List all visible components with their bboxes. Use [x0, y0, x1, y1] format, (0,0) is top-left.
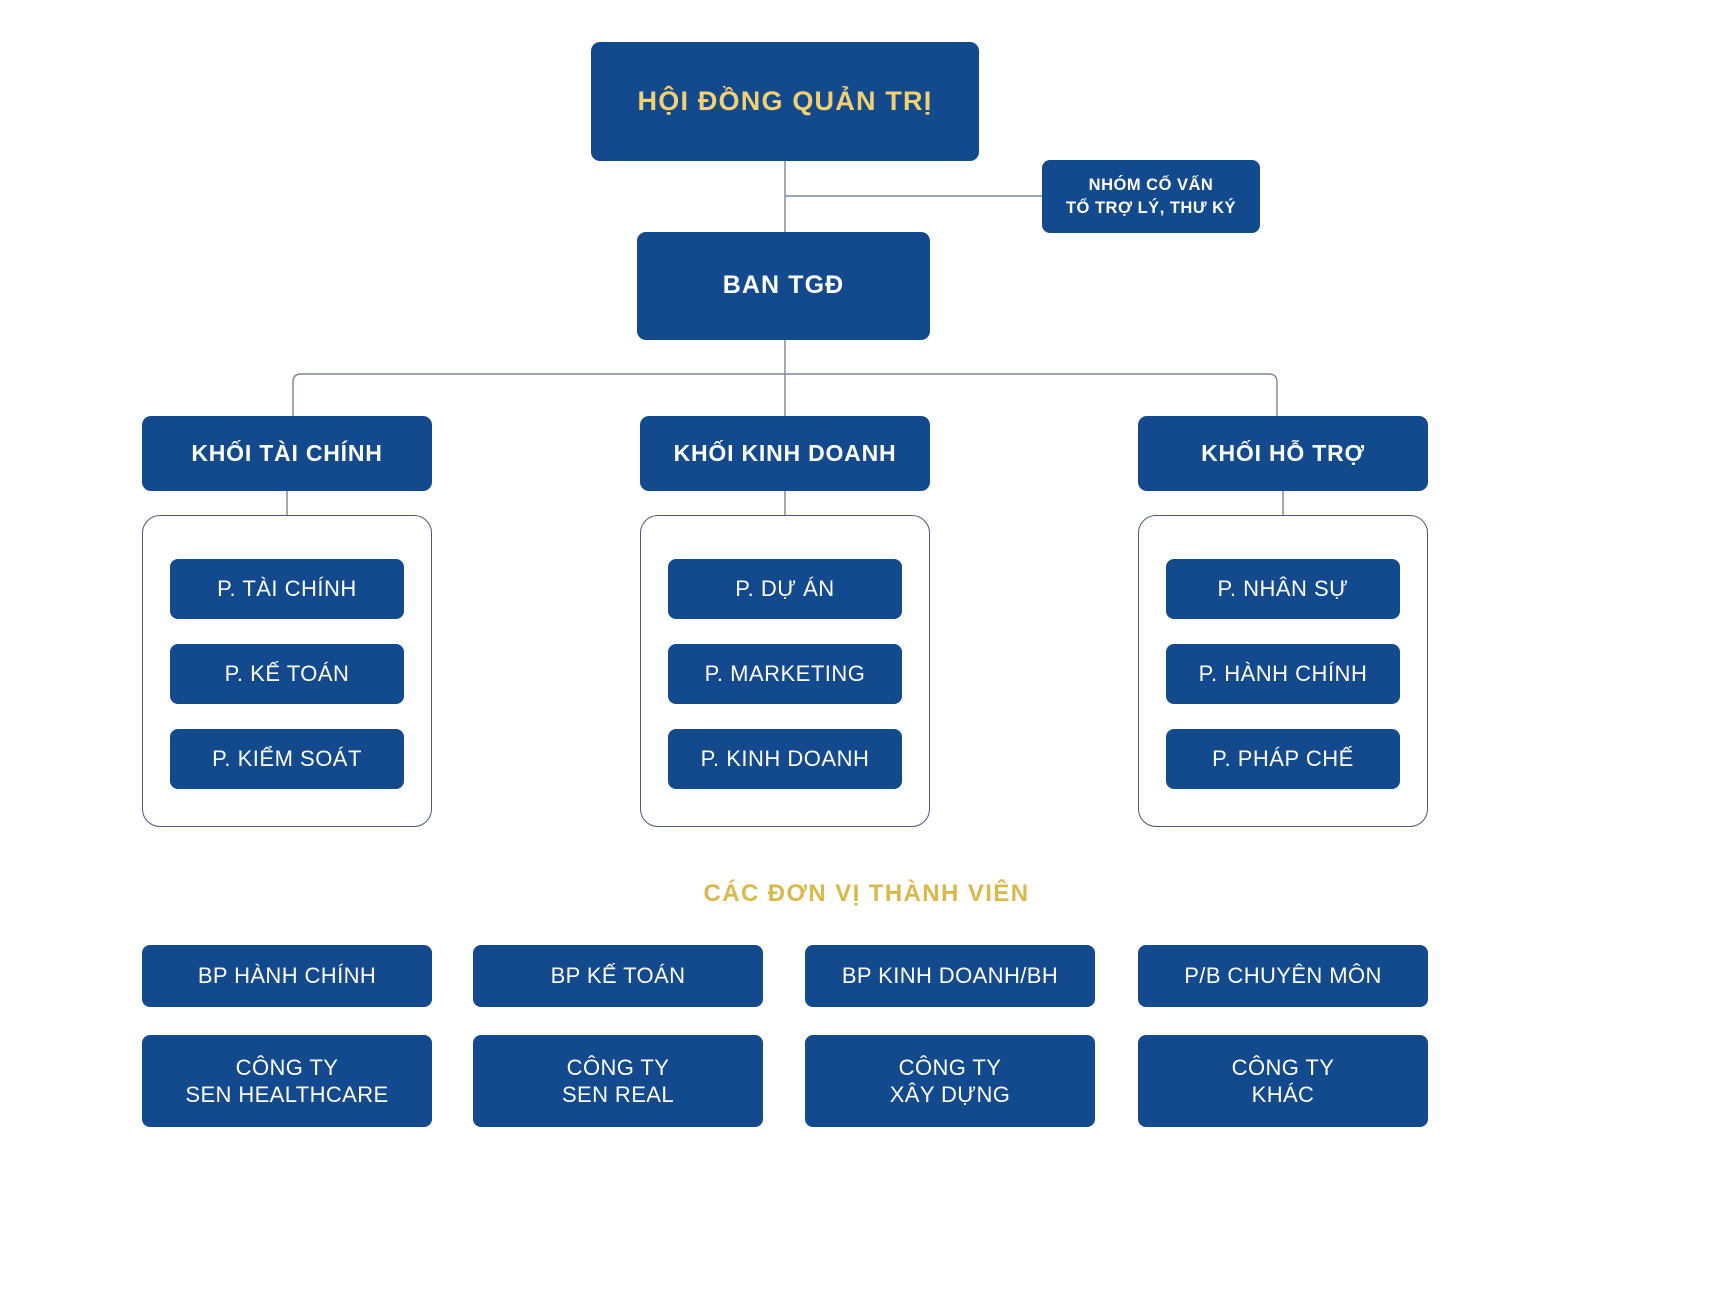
department-2-2-label: P. PHÁP CHẾ: [1212, 746, 1354, 772]
node-advisory-group[interactable]: NHÓM CỐ VẤN TỔ TRỢ LÝ, THƯ KÝ: [1042, 160, 1260, 233]
department-2-1-label: P. HÀNH CHÍNH: [1198, 661, 1368, 687]
node-division-finance[interactable]: KHỐI TÀI CHÍNH: [142, 416, 432, 491]
division-0-label: KHỐI TÀI CHÍNH: [191, 440, 383, 467]
department-0-2-label: P. KIỂM SOÁT: [212, 746, 362, 772]
edge-division-bus: [292, 373, 1278, 416]
company-0-label: CÔNG TY SEN HEALTHCARE: [185, 1054, 389, 1108]
node-executive-board[interactable]: BAN TGĐ: [637, 232, 930, 340]
node-department-finance-1[interactable]: P. KẾ TOÁN: [170, 644, 404, 704]
member-unit-0-label: BP HÀNH CHÍNH: [197, 963, 377, 989]
division-1-label: KHỐI KINH DOANH: [673, 440, 897, 467]
node-department-finance-0[interactable]: P. TÀI CHÍNH: [170, 559, 404, 619]
node-member-unit-2[interactable]: BP KINH DOANH/BH: [805, 945, 1095, 1007]
node-advisory-label: NHÓM CỐ VẤN TỔ TRỢ LÝ, THƯ KÝ: [1065, 176, 1237, 217]
node-member-unit-1[interactable]: BP KẾ TOÁN: [473, 945, 763, 1007]
node-department-finance-2[interactable]: P. KIỂM SOÁT: [170, 729, 404, 789]
company-2-label: CÔNG TY XÂY DỰNG: [889, 1054, 1011, 1108]
node-company-0[interactable]: CÔNG TY SEN HEALTHCARE: [142, 1035, 432, 1127]
node-company-3[interactable]: CÔNG TY KHÁC: [1138, 1035, 1428, 1127]
node-board-label: HỘI ĐỒNG QUẢN TRỊ: [637, 85, 933, 116]
member-units-title: CÁC ĐƠN VỊ THÀNH VIÊN: [703, 880, 1030, 907]
node-department-support-2[interactable]: P. PHÁP CHẾ: [1166, 729, 1400, 789]
department-1-1-label: P. MARKETING: [704, 661, 866, 687]
department-0-1-label: P. KẾ TOÁN: [224, 661, 350, 687]
node-board-of-directors[interactable]: HỘI ĐỒNG QUẢN TRỊ: [591, 42, 979, 161]
department-1-0-label: P. DỰ ÁN: [735, 576, 835, 602]
company-3-label: CÔNG TY KHÁC: [1231, 1054, 1335, 1108]
company-1-label: CÔNG TY SEN REAL: [561, 1054, 675, 1108]
node-company-2[interactable]: CÔNG TY XÂY DỰNG: [805, 1035, 1095, 1127]
node-department-business-1[interactable]: P. MARKETING: [668, 644, 902, 704]
member-unit-3-label: P/B CHUYÊN MÔN: [1184, 963, 1382, 989]
node-department-support-0[interactable]: P. NHÂN SỰ: [1166, 559, 1400, 619]
department-1-2-label: P. KINH DOANH: [700, 746, 870, 772]
node-department-support-1[interactable]: P. HÀNH CHÍNH: [1166, 644, 1400, 704]
node-department-business-0[interactable]: P. DỰ ÁN: [668, 559, 902, 619]
member-unit-2-label: BP KINH DOANH/BH: [841, 963, 1059, 989]
node-department-business-2[interactable]: P. KINH DOANH: [668, 729, 902, 789]
node-member-unit-3[interactable]: P/B CHUYÊN MÔN: [1138, 945, 1428, 1007]
division-2-label: KHỐI HỖ TRỢ: [1201, 440, 1365, 467]
node-division-support[interactable]: KHỐI HỖ TRỢ: [1138, 416, 1428, 491]
member-unit-1-label: BP KẾ TOÁN: [550, 963, 686, 989]
department-0-0-label: P. TÀI CHÍNH: [217, 576, 357, 602]
node-member-unit-0[interactable]: BP HÀNH CHÍNH: [142, 945, 432, 1007]
node-company-1[interactable]: CÔNG TY SEN REAL: [473, 1035, 763, 1127]
node-executive-label: BAN TGĐ: [722, 271, 845, 300]
department-2-0-label: P. NHÂN SỰ: [1217, 576, 1349, 602]
node-division-business[interactable]: KHỐI KINH DOANH: [640, 416, 930, 491]
